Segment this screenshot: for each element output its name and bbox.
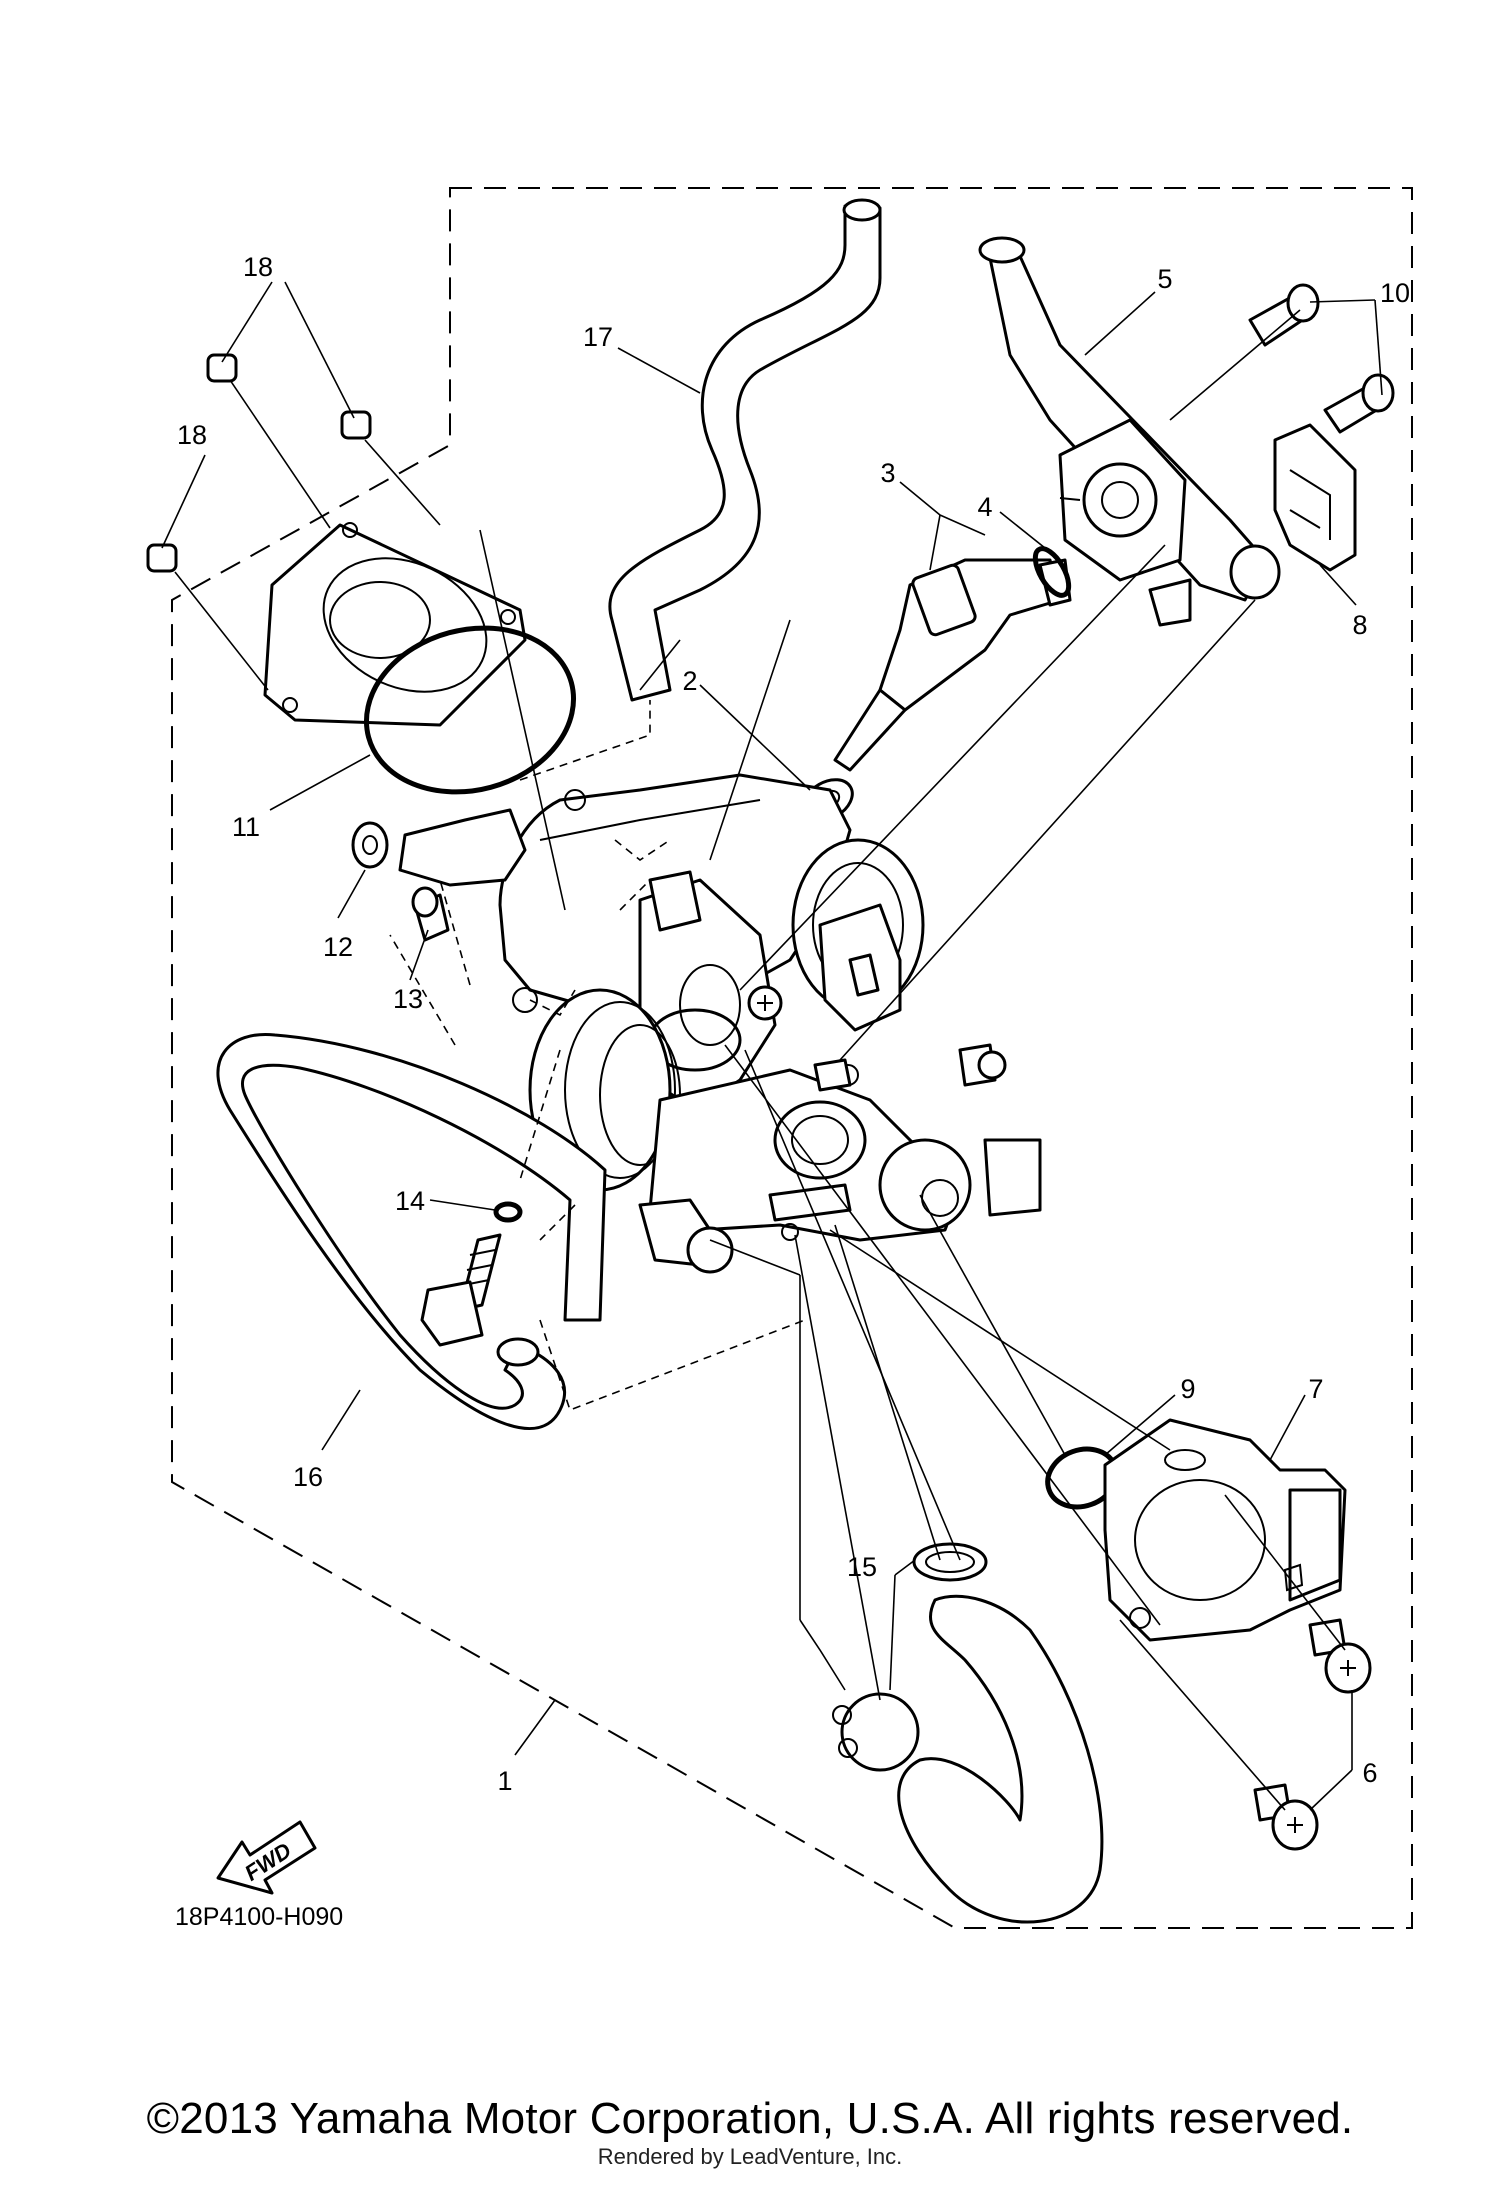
fwd-arrow-icon: FWD <box>216 1820 317 1895</box>
part-11-gasket <box>363 625 577 795</box>
callout-4: 4 <box>977 492 992 522</box>
copyright-notice: ©2013 Yamaha Motor Corporation, U.S.A. A… <box>146 2094 1354 2143</box>
assembly-boundary <box>171 187 1413 1929</box>
callout-5: 5 <box>1157 264 1172 294</box>
callout-15: 15 <box>847 1552 877 1582</box>
part-14-o-ring <box>493 1201 523 1223</box>
lower-hose <box>897 1594 1104 1924</box>
part-12-nut <box>351 821 389 869</box>
part-17-hose <box>608 198 882 702</box>
callout-3: 3 <box>880 458 895 488</box>
callout-14: 14 <box>395 1186 425 1216</box>
part-5-fuel-rail <box>978 236 1281 627</box>
part-code: 18P4100-H090 <box>175 1903 343 1931</box>
part-6-screws <box>1253 1618 1372 1851</box>
part-14-bolt <box>420 1233 502 1347</box>
throttle-body-main <box>398 773 1042 1274</box>
callout-18-b: 18 <box>177 420 207 450</box>
callout-12: 12 <box>323 932 353 962</box>
callout-6: 6 <box>1362 1758 1377 1788</box>
leader-lines <box>161 281 1383 1811</box>
part-10-screws <box>1248 283 1395 434</box>
callout-18-a: 18 <box>243 252 273 282</box>
part-8-bracket <box>1273 423 1357 572</box>
callout-1: 1 <box>497 1766 512 1796</box>
part-15-clamps <box>832 1542 988 1772</box>
callout-2: 2 <box>682 666 697 696</box>
callout-13: 13 <box>393 984 423 1014</box>
callout-labels: 18 18 17 5 10 3 4 8 2 11 12 13 14 16 9 7… <box>177 252 1410 1796</box>
rendered-by-credit: Rendered by LeadVenture, Inc. <box>597 2144 903 2169</box>
cover-plate <box>263 522 527 727</box>
callout-10: 10 <box>1380 278 1410 308</box>
part-13-cap <box>411 886 450 942</box>
part-3-injector <box>833 558 1072 772</box>
callout-16: 16 <box>293 1462 323 1492</box>
callout-8: 8 <box>1352 610 1367 640</box>
callout-11: 11 <box>232 812 260 842</box>
callout-9: 9 <box>1180 1374 1195 1404</box>
part-4-o-ring <box>1032 546 1072 598</box>
callout-17: 17 <box>583 322 613 352</box>
part-7-sensor <box>1103 1418 1347 1642</box>
callout-7: 7 <box>1308 1374 1323 1404</box>
part-16-hose <box>216 1032 607 1430</box>
part-18-screws <box>146 353 372 573</box>
